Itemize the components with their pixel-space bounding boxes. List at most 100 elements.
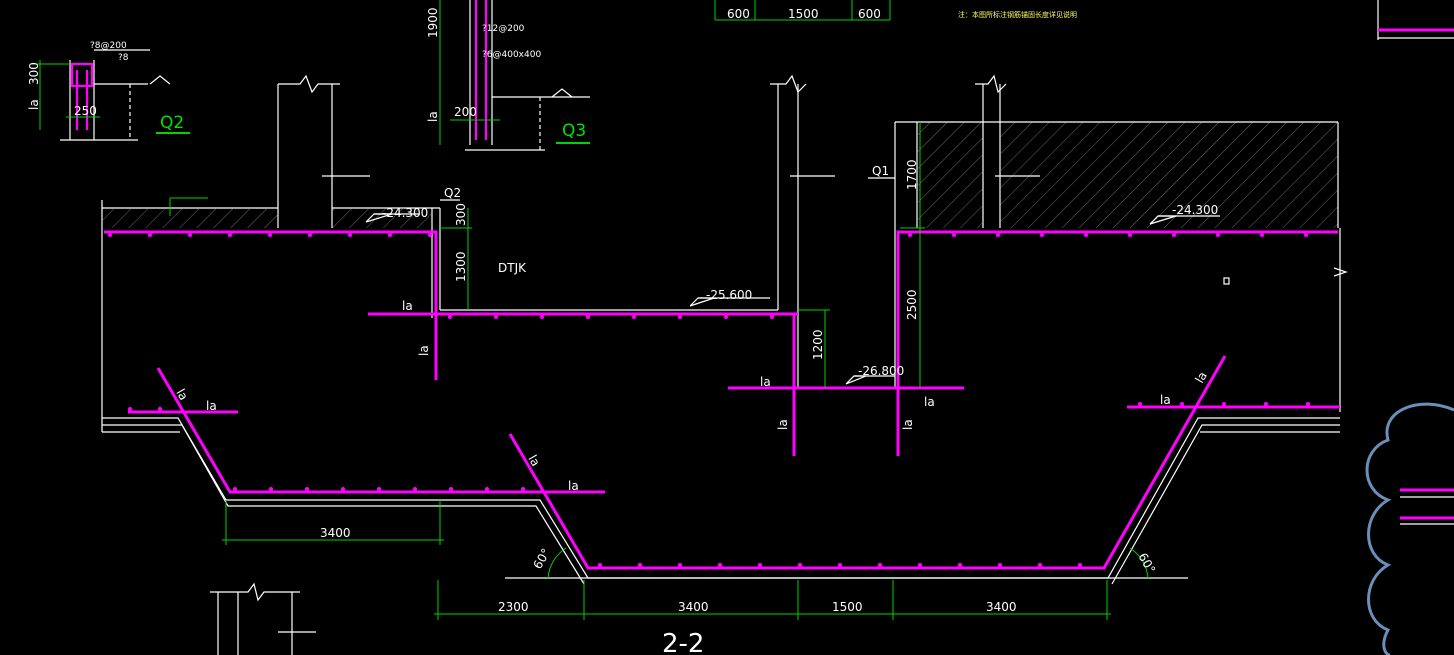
- q2-dim-250: 250: [74, 104, 97, 118]
- rebar-dot: [724, 315, 728, 319]
- rebar-dot: [388, 233, 392, 237]
- rebar-dot: [1264, 402, 1268, 406]
- q3-stirrup-note: ?6@400x400: [482, 50, 541, 60]
- rebar-dot: [108, 233, 112, 237]
- q2-la: la: [27, 99, 41, 110]
- la-label: la: [776, 419, 790, 430]
- rebar-dot: [598, 563, 602, 567]
- top-note: 注：本图所标注钢筋锚固长度详见说明: [958, 10, 1077, 19]
- rebar-dot: [638, 563, 642, 567]
- la-label: la: [402, 299, 413, 313]
- dim-3400-left: 3400: [320, 526, 351, 540]
- rebar-dot: [413, 487, 417, 491]
- rebar-dot: [758, 563, 762, 567]
- rebar-dot: [1038, 563, 1042, 567]
- rebar-dot: [268, 233, 272, 237]
- rebar-dot: [1078, 563, 1082, 567]
- rebar-dot: [1172, 233, 1176, 237]
- wall-outlines: [101, 74, 1348, 585]
- rebar-dot: [158, 407, 162, 411]
- rebar-dot: [996, 233, 1000, 237]
- rebar-dot: [449, 487, 453, 491]
- rebar-dot: [586, 315, 590, 319]
- q3-la: la: [426, 111, 440, 122]
- dim-q1-2500: 2500: [905, 289, 919, 320]
- q3-bar-note: ?12@200: [482, 24, 525, 34]
- rebar-dot: [540, 315, 544, 319]
- rebar-dot: [1084, 233, 1088, 237]
- dim-bottom-3400-mid: 3400: [678, 600, 709, 614]
- rebar-dot: [1222, 402, 1226, 406]
- angle-right: 60°: [1135, 551, 1158, 576]
- rebar-dot: [377, 487, 381, 491]
- dim-q1-1700: 1700: [905, 159, 919, 190]
- rebar-dot: [188, 233, 192, 237]
- section-label: 2-2: [662, 629, 704, 655]
- la-labels: la la la la la la la la la la la la: [173, 299, 1210, 493]
- dim-pit-300: 300: [454, 203, 468, 226]
- label-dtjk: DTJK: [498, 261, 527, 275]
- rebar-dot: [494, 315, 498, 319]
- rebar-dot: [1040, 233, 1044, 237]
- rebar-dot: [428, 233, 432, 237]
- la-label: la: [901, 419, 915, 430]
- elev-25600: -25.600: [706, 288, 752, 302]
- la-label: la: [1192, 369, 1209, 385]
- rebar-dot: [908, 233, 912, 237]
- rebar-dot: [341, 487, 345, 491]
- rebar-dot: [348, 233, 352, 237]
- q2-dim-300: 300: [27, 62, 41, 85]
- rebar-dot: [1128, 233, 1132, 237]
- rebar-dot: [998, 563, 1002, 567]
- label-q2: Q2: [160, 113, 184, 133]
- dim-bottom-3400-right: 3400: [986, 600, 1017, 614]
- rebar-dot: [485, 487, 489, 491]
- rebar-dot: [448, 315, 452, 319]
- rebar-dot: [678, 315, 682, 319]
- dim-bottom-2300: 2300: [498, 600, 529, 614]
- rebar-dot: [632, 315, 636, 319]
- q3-detail: 1900 la 200 ?12@200 ?6@400x400 Q3: [426, 0, 590, 151]
- rebar-dot: [952, 233, 956, 237]
- q3-dim-200: 200: [454, 105, 477, 119]
- elev-26800: -26.800: [858, 364, 904, 378]
- dim-top-600-left: 600: [727, 7, 750, 21]
- rebar-dot: [269, 487, 273, 491]
- dim-top-600-right: 600: [858, 7, 881, 21]
- rebar-dot: [1260, 233, 1264, 237]
- rebar-dot: [128, 407, 132, 411]
- rebar-dot: [1180, 402, 1184, 406]
- revision-cloud: [1365, 402, 1454, 655]
- rebar-dot: [521, 487, 525, 491]
- rebar-dot: [1216, 233, 1220, 237]
- elevation-markers: -24.300 -25.600 -26.800 -24.300: [365, 203, 1220, 385]
- section-title: 2-2: [662, 629, 704, 655]
- elev-24300-right: -24.300: [1172, 203, 1218, 217]
- label-q3: Q3: [562, 121, 586, 141]
- rebar-dot: [678, 563, 682, 567]
- bottom-left-stub: [210, 582, 316, 655]
- rebar-lines: [104, 230, 1340, 570]
- q2-detail: 300 la 250 ?8@200 ?8 Q2: [27, 41, 190, 141]
- rebar-dot: [228, 233, 232, 237]
- rebar-dot: [233, 487, 237, 491]
- rebar-dot: [308, 233, 312, 237]
- la-label: la: [760, 375, 771, 389]
- rebar-dot: [838, 563, 842, 567]
- q3-dim-1900: 1900: [426, 7, 440, 38]
- rebar-dot: [1138, 402, 1142, 406]
- dim-pit-1200: 1200: [811, 329, 825, 360]
- la-label: la: [206, 399, 217, 413]
- dim-pit-1300: 1300: [454, 251, 468, 282]
- label-q2-small: Q2: [444, 186, 461, 200]
- la-label: la: [1160, 393, 1171, 407]
- label-q1: Q1: [872, 164, 889, 178]
- wall-labels: Q1 Q2 DTJK: [169, 164, 1230, 285]
- rebar-dot: [1304, 233, 1308, 237]
- la-label: la: [568, 479, 579, 493]
- dimension-lines: 300 1300 1200 1700 2500 3400 2300 3400 1…: [222, 122, 1111, 620]
- rebar-dot: [1306, 402, 1310, 406]
- rebar-dot: [918, 563, 922, 567]
- rebar-dot: [798, 563, 802, 567]
